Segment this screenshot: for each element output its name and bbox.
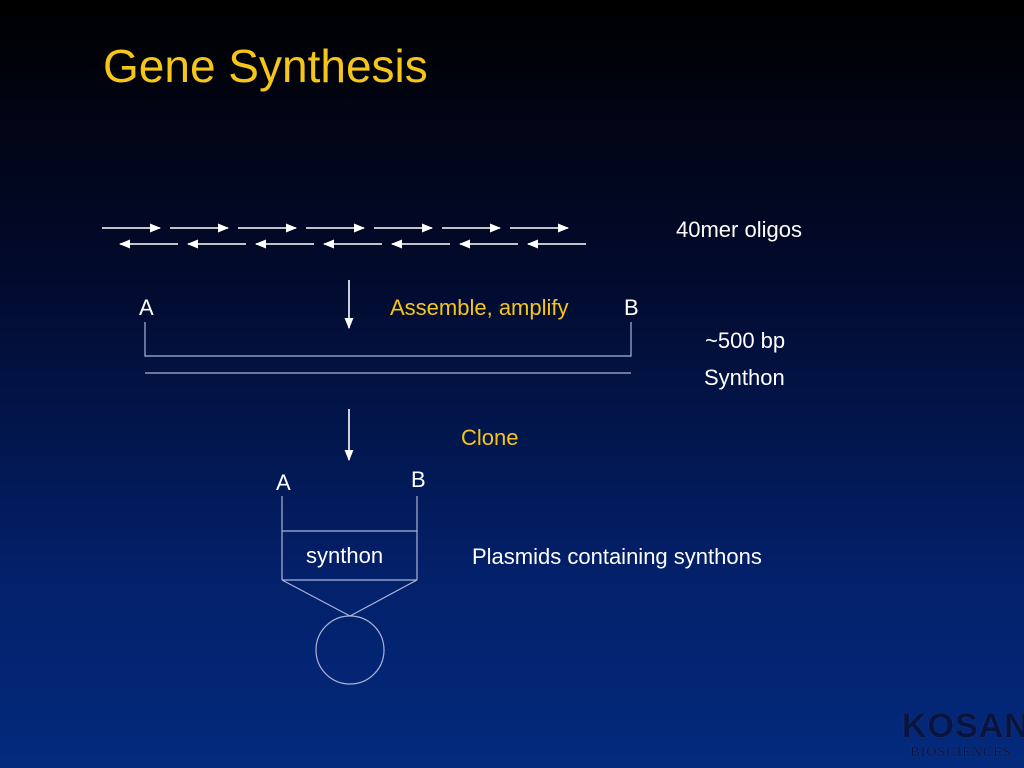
synthon-bracket xyxy=(144,322,632,374)
assemble-step-label: Assemble, amplify xyxy=(390,295,569,320)
oligos-label: 40mer oligos xyxy=(676,217,802,242)
logo-name: KOSAN xyxy=(902,707,1024,745)
synthon-size-label: ~500 bp xyxy=(705,328,786,353)
plasmid-insert-box xyxy=(281,496,418,617)
end-label-a: A xyxy=(139,295,154,320)
plasmid-end-label-a: A xyxy=(276,470,291,495)
plasmid-insert-label: synthon xyxy=(306,543,384,568)
plasmids-label: Plasmids containing synthons xyxy=(472,544,762,569)
slide-title: Gene Synthesis xyxy=(103,40,428,92)
logo-subtitle: BIOSCIENCES xyxy=(910,745,1012,760)
kosan-logo: KOSAN BIOSCIENCES xyxy=(902,707,1024,764)
synthon-name-label: Synthon xyxy=(704,365,785,390)
end-label-b: B xyxy=(624,295,639,320)
plasmid-end-label-b: B xyxy=(411,467,426,492)
clone-step-label: Clone xyxy=(461,425,519,450)
plasmid-circle xyxy=(315,615,385,685)
